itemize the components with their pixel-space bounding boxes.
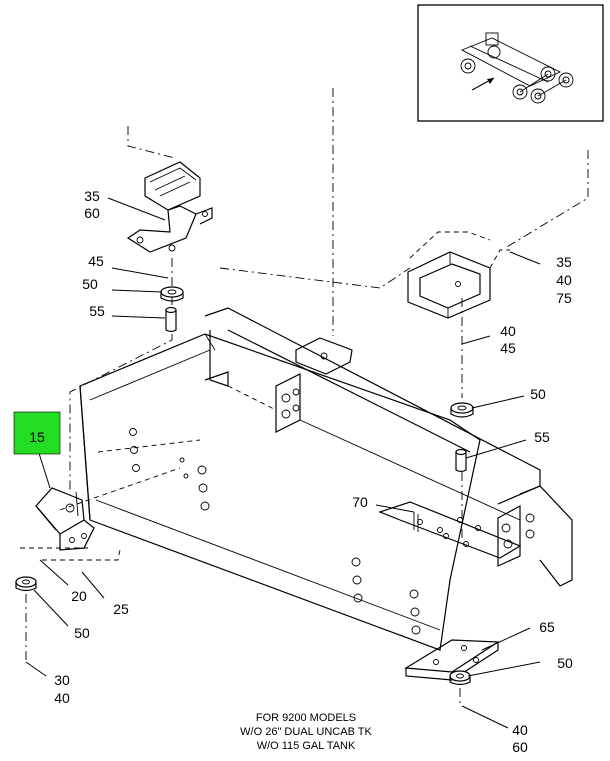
callout-35-40-75-line3: 75 bbox=[556, 290, 572, 306]
callout-50-d: 50 bbox=[557, 655, 573, 671]
highlight-callout-15[interactable]: 15 bbox=[13, 411, 61, 455]
callout-35-40-75-line1: 35 bbox=[556, 254, 572, 270]
leader-lines bbox=[25, 197, 541, 729]
caption-line-2: W/O 26" DUAL UNCAB TK bbox=[240, 726, 372, 738]
callout-40-60-line1: 40 bbox=[512, 722, 528, 738]
crossmember-box-bracket bbox=[407, 231, 510, 319]
callout-40-60-line2: 60 bbox=[512, 739, 528, 755]
isolator-left-lower bbox=[15, 576, 37, 592]
truck-chassis-icon bbox=[460, 32, 574, 104]
mounting-bracket-15 bbox=[35, 487, 95, 551]
caption-line-3: W/O 115 GAL TANK bbox=[257, 740, 356, 752]
callout-35-60-line1: 35 bbox=[84, 188, 100, 204]
callout-65: 65 bbox=[539, 619, 555, 635]
highlight-label: 15 bbox=[29, 429, 45, 445]
callout-50-c: 50 bbox=[74, 625, 90, 641]
crossmember bbox=[204, 307, 573, 587]
callout-55-b: 55 bbox=[534, 429, 550, 445]
upper-bracket bbox=[126, 161, 213, 253]
caption-line-1: FOR 9200 MODELS bbox=[256, 712, 356, 724]
callout-25: 25 bbox=[113, 601, 129, 617]
callout-40-45-line1: 40 bbox=[500, 323, 516, 339]
callout-labels: 35 60 45 50 55 35 40 75 40 45 50 55 70 2… bbox=[54, 188, 573, 755]
isolator-left-upper bbox=[160, 286, 184, 302]
stud-70 bbox=[413, 512, 419, 532]
lower-plate-65 bbox=[404, 639, 500, 681]
callout-35-40-75-line2: 40 bbox=[556, 272, 572, 288]
callout-50-b: 50 bbox=[530, 386, 546, 402]
callout-35-60-line2: 60 bbox=[84, 205, 100, 221]
isolator-right-lower bbox=[449, 670, 471, 686]
callout-30-40-line1: 30 bbox=[54, 672, 70, 688]
phantom-lines bbox=[20, 88, 589, 706]
frame-rail bbox=[79, 333, 481, 651]
diagram-caption: FOR 9200 MODELS W/O 26" DUAL UNCAB TK W/… bbox=[240, 712, 372, 752]
callout-30-40-line2: 40 bbox=[54, 690, 70, 706]
spacer-left-upper bbox=[165, 306, 177, 333]
callout-40-45-line2: 45 bbox=[500, 340, 516, 356]
callout-45: 45 bbox=[88, 253, 104, 269]
locator-inset bbox=[417, 4, 604, 122]
isolator-right-upper bbox=[450, 402, 474, 418]
spacer-right bbox=[455, 448, 467, 473]
callout-70: 70 bbox=[352, 494, 368, 510]
callout-20: 20 bbox=[71, 588, 87, 604]
callout-55-a: 55 bbox=[89, 303, 105, 319]
callout-50-a: 50 bbox=[82, 276, 98, 292]
